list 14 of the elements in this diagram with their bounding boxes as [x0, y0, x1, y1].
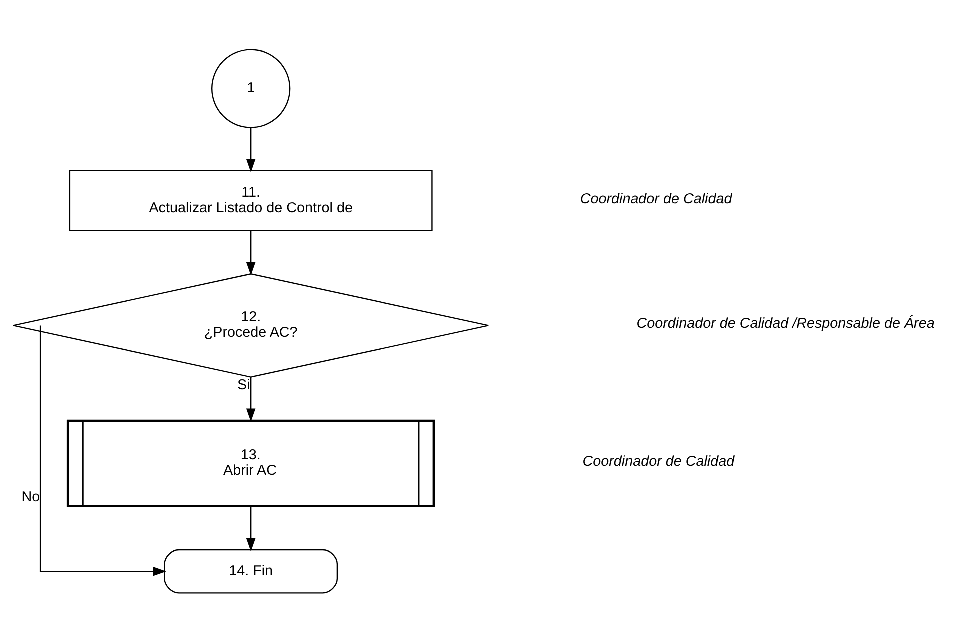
edge-label: Si	[237, 376, 250, 393]
arrow	[246, 506, 256, 552]
arrow	[40, 325, 167, 576]
arrow	[246, 376, 256, 422]
arrow	[246, 128, 256, 172]
label: Coordinador de Calidad	[582, 454, 735, 470]
arrow	[246, 230, 256, 276]
label: Coordinador de Calidad /Responsable de Área	[636, 316, 935, 332]
node-diamond: 12. ¿Procede AC?	[12, 273, 490, 378]
edge-label: No	[22, 488, 40, 505]
label: Coordinador de Calidad	[580, 190, 732, 207]
node-circle: 1	[212, 48, 291, 128]
node-box: 14. Fin	[164, 548, 338, 594]
node-box: 11. Actualizar Listado de Control de	[69, 170, 433, 232]
